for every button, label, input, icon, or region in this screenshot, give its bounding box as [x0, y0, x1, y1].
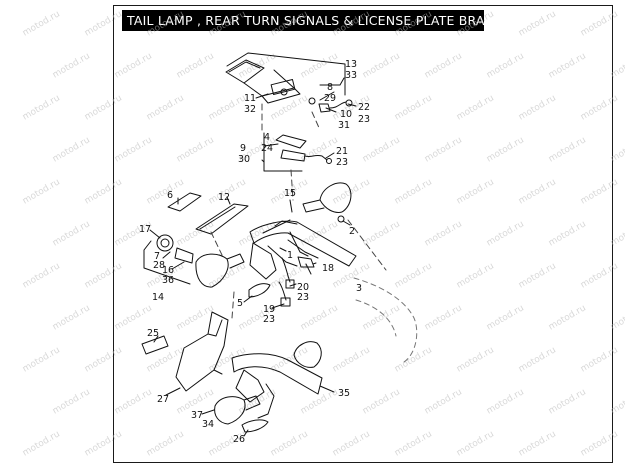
callout-11: 11: [244, 93, 256, 104]
callout-13: 13: [345, 59, 357, 70]
callout-33: 33: [345, 70, 357, 81]
callout-16: 16: [162, 265, 174, 276]
callout-32: 32: [244, 104, 256, 115]
diagram-frame: [113, 5, 613, 463]
fender-outline-ref: [353, 277, 418, 363]
callout-4: 4: [264, 132, 270, 143]
callout-23-a: 23: [358, 114, 370, 125]
callout-28: 28: [153, 260, 165, 271]
tail-lamp-bulb-socket: [308, 97, 353, 113]
right-turn-signal: [302, 182, 352, 223]
callout-31: 31: [338, 120, 350, 131]
callout-21: 21: [336, 146, 348, 157]
bracket-14-leader: [143, 240, 191, 285]
rear-fender-bracket: [249, 219, 357, 280]
wire-connector-19: [278, 281, 291, 307]
callout-15: 15: [284, 188, 296, 199]
callout-10: 10: [340, 109, 352, 120]
callout-27: 27: [157, 394, 169, 405]
callout-30: 30: [238, 154, 250, 165]
callout-36: 36: [162, 275, 174, 286]
tail-lamp-outline-bracket: [226, 52, 346, 96]
callout-23-b: 23: [336, 157, 348, 168]
license-plate-bracket: [175, 311, 229, 392]
callout-6: 6: [167, 190, 173, 201]
lower-turn-signal: [214, 395, 261, 425]
callout-17: 17: [139, 224, 151, 235]
callout-1: 1: [287, 250, 293, 261]
license-lamp-assembly: [263, 132, 332, 172]
callout-29: 29: [324, 93, 336, 104]
callout-25: 25: [147, 328, 159, 339]
callout-26: 26: [233, 434, 245, 445]
callout-23-c: 23: [297, 292, 309, 303]
rubber-grommet: [248, 283, 271, 298]
wire-connector-18: [297, 256, 315, 275]
callout-24: 24: [261, 143, 273, 154]
left-turn-signal: [156, 234, 245, 288]
callout-19: 19: [263, 304, 275, 315]
callout-18: 18: [322, 263, 334, 274]
reflector-plate: [167, 192, 202, 212]
callout-2: 2: [349, 226, 355, 237]
callout-5: 5: [237, 298, 243, 309]
callout-labels: 13 33 8 29 11 32 22 23 10 31 9 30 4 24 2…: [139, 59, 370, 445]
callout-37: 37: [191, 410, 203, 421]
callout-35: 35: [338, 388, 350, 399]
callout-34: 34: [202, 419, 214, 430]
tail-lens-housing: [195, 203, 249, 235]
callout-3: 3: [356, 283, 362, 294]
callout-9: 9: [240, 143, 246, 154]
wire-connector-20: [281, 257, 295, 289]
callout-leaders: [149, 77, 357, 437]
tail-lamp-lens-assembly: [225, 59, 301, 104]
callout-22: 22: [358, 102, 370, 113]
callout-12: 12: [218, 192, 230, 203]
callout-8: 8: [327, 82, 333, 93]
assembly-guide-lines: [210, 103, 387, 319]
diagram-title: TAIL LAMP , REAR TURN SIGNALS & LICENSE …: [122, 10, 484, 31]
rubber-strap-26: [241, 419, 269, 433]
callout-20: 20: [297, 282, 309, 293]
callout-14: 14: [152, 292, 164, 303]
callout-23-d: 23: [263, 314, 275, 325]
callout-7: 7: [154, 251, 160, 262]
